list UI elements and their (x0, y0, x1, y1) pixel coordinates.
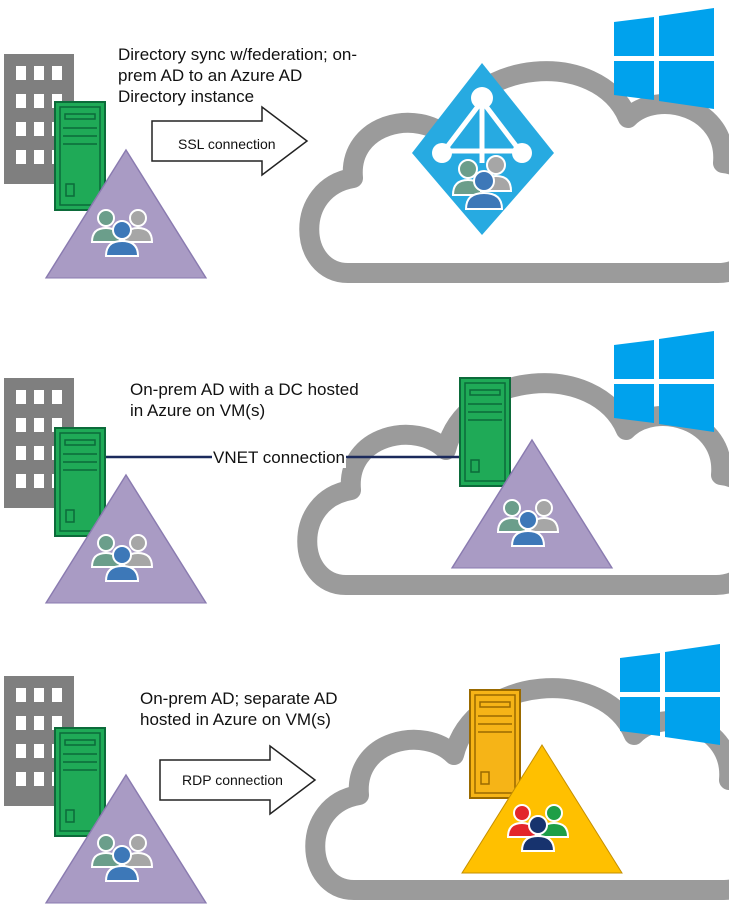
on-prem-server-icon (54, 101, 106, 211)
scenario-1 (4, 8, 729, 278)
description-line: On-prem AD; separate AD (140, 689, 338, 708)
description-line: in Azure on VM(s) (130, 401, 266, 420)
description-line: On-prem AD with a DC hosted (130, 380, 359, 399)
windows-logo-icon (620, 644, 720, 745)
scenario-3-description: On-prem AD; separate AD hosted in Azure … (140, 688, 337, 730)
description-line: prem AD to an Azure AD (118, 66, 303, 85)
rdp-connection-label: RDP connection (182, 772, 283, 788)
windows-logo-icon (614, 331, 714, 432)
scenario-2 (4, 331, 729, 604)
azure-dc-vm-server-icon (459, 377, 511, 487)
vnet-connection-label: VNET connection (212, 447, 346, 468)
description-line: Directory sync w/federation; on- (118, 45, 358, 64)
separate-ad-users-triangle-icon (461, 744, 623, 874)
azure-ad-vm-server-icon (469, 689, 521, 799)
windows-logo-icon (614, 8, 714, 109)
description-line: Directory instance (118, 87, 255, 106)
scenario-3 (4, 644, 729, 904)
scenario-1-description: Directory sync w/federation; on- prem AD… (118, 44, 357, 107)
azure-ad-icon (412, 63, 554, 235)
description-line: hosted in Azure on VM(s) (140, 710, 331, 729)
ssl-connection-label: SSL connection (178, 136, 276, 152)
scenario-2-description: On-prem AD with a DC hosted in Azure on … (130, 379, 359, 421)
